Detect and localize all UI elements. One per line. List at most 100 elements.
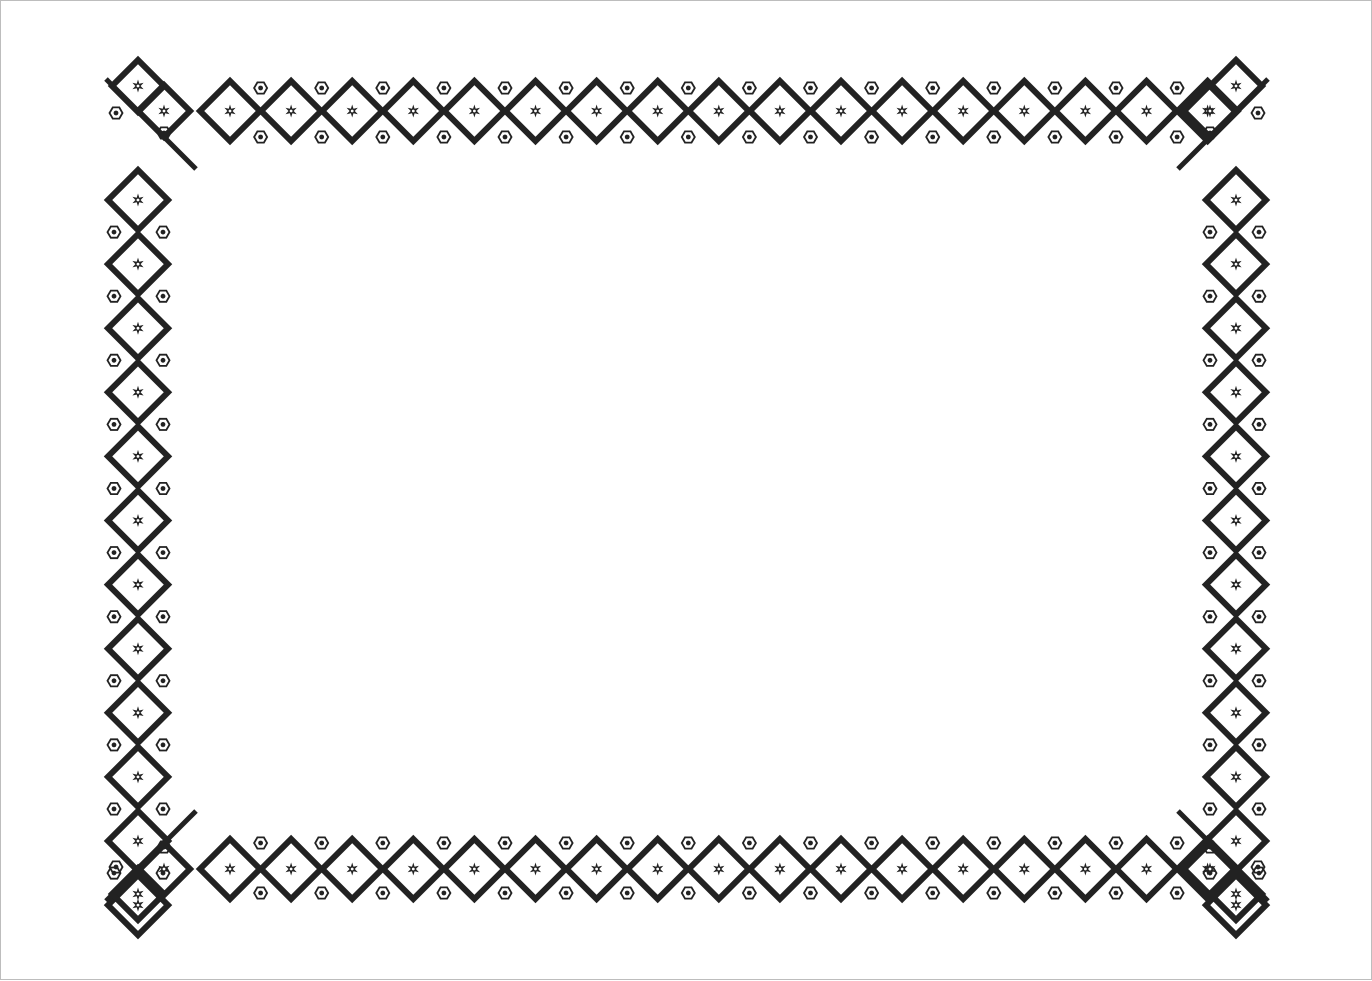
hexagon-icon	[375, 81, 391, 95]
diamond-icon	[256, 834, 326, 904]
star-center-dot	[1234, 903, 1238, 907]
star-center-dot	[778, 109, 782, 113]
cross-icon	[104, 809, 198, 903]
star-center-dot	[1234, 839, 1238, 843]
hexagon-icon	[925, 836, 941, 850]
hexagon-center-dot	[1256, 357, 1262, 363]
hexagon-center-dot	[1052, 85, 1058, 91]
hexagon-icon	[155, 610, 171, 624]
hexagon-icon	[314, 130, 330, 144]
hexagon-center-dot	[441, 890, 447, 896]
cross-icon	[1176, 77, 1270, 171]
hexagon-icon	[1202, 674, 1218, 688]
hexagon-icon	[253, 130, 269, 144]
star-center-dot	[656, 109, 660, 113]
hexagon-center-dot	[502, 85, 508, 91]
hexagon-icon	[1202, 126, 1218, 140]
star-center-dot	[136, 583, 140, 586]
hexagon-center-dot	[624, 840, 630, 846]
hexagon-center-dot	[1174, 85, 1180, 91]
star-center-dot	[961, 867, 965, 871]
diamond-icon	[806, 76, 876, 146]
hexagon-center-dot	[1255, 110, 1261, 116]
hexagon-center-dot	[563, 134, 569, 140]
star-center-dot	[136, 326, 140, 330]
diamond-icon	[745, 76, 815, 146]
hexagon-icon	[1251, 481, 1267, 496]
diamond-icon	[1051, 834, 1120, 904]
hexagon-icon	[1251, 353, 1267, 367]
hexagon-center-dot	[747, 890, 752, 896]
hexagon-center-dot	[563, 890, 569, 896]
hexagon-icon	[436, 836, 452, 850]
hexagon-icon	[1250, 860, 1266, 874]
diamond-icon	[440, 834, 509, 904]
hexagon-center-dot	[113, 864, 119, 870]
hexagon-center-dot	[160, 293, 166, 299]
hexagon-icon	[680, 130, 696, 144]
hexagon-center-dot	[1207, 229, 1213, 235]
hexagon-center-dot	[161, 844, 167, 850]
hexagon-icon	[106, 610, 122, 624]
hexagon-icon	[1047, 130, 1063, 144]
star-center-dot	[1234, 775, 1238, 779]
star-center-dot	[136, 892, 140, 896]
hexagon-center-dot	[111, 486, 117, 491]
hexagon-icon	[1251, 417, 1267, 431]
hexagon-center-dot	[869, 890, 874, 896]
hexagon-center-dot	[1052, 890, 1058, 896]
hexagon-center-dot	[563, 85, 569, 91]
hexagon-icon	[106, 802, 122, 816]
hexagon-icon	[155, 481, 171, 496]
hexagon-center-dot	[685, 890, 691, 896]
hexagon-icon	[802, 81, 819, 95]
hexagon-center-dot	[1052, 840, 1058, 846]
hexagon-icon	[156, 840, 172, 854]
hexagon-icon	[1202, 610, 1218, 624]
hexagon-center-dot	[1113, 890, 1119, 896]
star-center-dot	[1022, 109, 1026, 113]
hexagon-center-dot	[991, 890, 997, 896]
hexagon-icon	[1202, 546, 1218, 560]
hexagon-icon	[1202, 417, 1218, 431]
hexagon-icon	[314, 836, 330, 850]
cross-icon	[104, 77, 198, 171]
hexagon-icon	[436, 81, 452, 95]
hexagon-center-dot	[441, 840, 447, 846]
hexagon-center-dot	[991, 840, 997, 846]
diamond-icon	[684, 76, 754, 146]
hexagon-icon	[680, 81, 696, 95]
hexagon-icon	[375, 836, 391, 850]
hexagon-center-dot	[1174, 134, 1180, 140]
diamond-icon	[195, 834, 265, 904]
hexagon-center-dot	[380, 840, 386, 846]
diamond-icon	[317, 834, 387, 904]
cross-icon	[1176, 809, 1270, 903]
hexagon-icon	[802, 836, 819, 850]
hexagon-icon	[106, 353, 122, 367]
hexagon-icon	[155, 225, 171, 239]
star-center-dot	[595, 867, 598, 871]
diamond-icon	[562, 834, 631, 904]
hexagon-icon	[1251, 738, 1267, 752]
hexagon-icon	[680, 886, 696, 900]
hexagon-center-dot	[991, 85, 997, 91]
hexagon-center-dot	[111, 806, 117, 812]
hexagon-icon	[497, 81, 513, 95]
hexagon-icon	[253, 836, 269, 850]
star-center-dot	[1022, 867, 1026, 871]
diamond-icon	[867, 76, 937, 146]
hexagon-icon	[155, 802, 171, 816]
hexagon-center-dot	[1256, 293, 1262, 299]
diamond-icon	[1051, 76, 1120, 146]
star-center-dot	[1234, 390, 1238, 394]
hexagon-icon	[864, 130, 880, 144]
star-center-dot	[411, 867, 415, 871]
hexagon-center-dot	[113, 110, 119, 116]
hexagon-center-dot	[869, 85, 874, 91]
hexagon-center-dot	[1207, 614, 1213, 620]
hexagon-center-dot	[1256, 422, 1262, 427]
star-center-dot	[228, 867, 232, 871]
